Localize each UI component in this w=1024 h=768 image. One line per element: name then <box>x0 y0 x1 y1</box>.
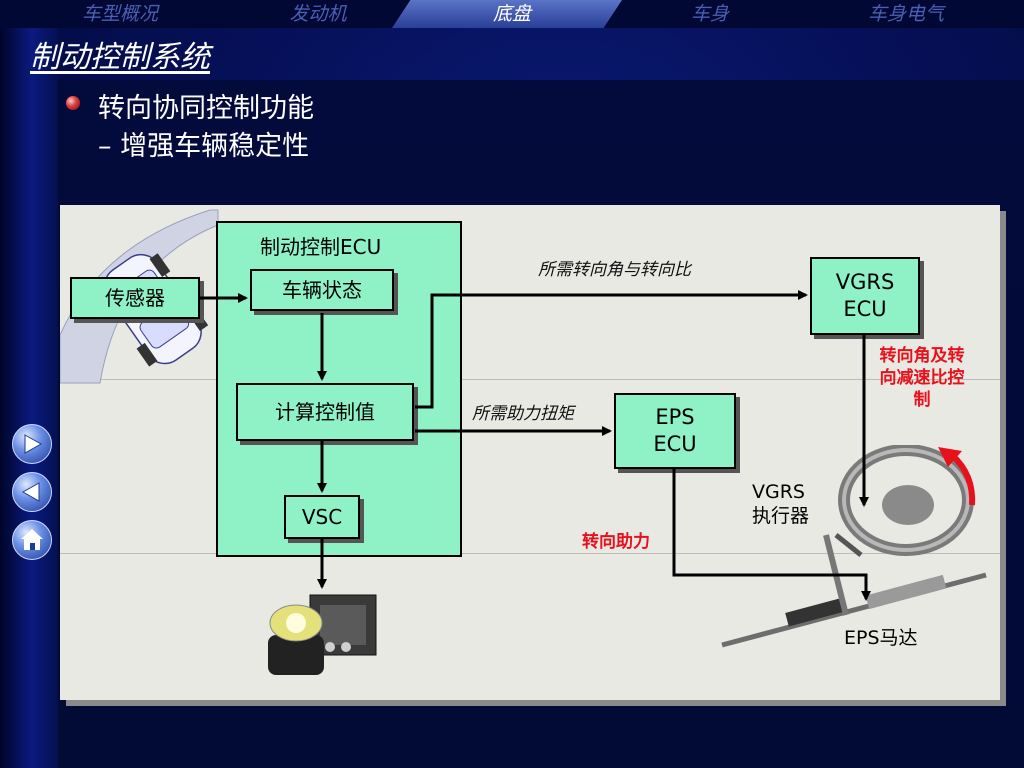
brake-actuator-icon <box>268 594 377 675</box>
angle-ratio-label: 所需转向角与转向比 <box>538 260 691 280</box>
vgrs-control-label: 转向角及转 向减速比控 制 <box>879 346 965 411</box>
steering-assist-label: 转向助力 <box>582 532 650 552</box>
torque-label: 所需助力扭矩 <box>472 404 574 424</box>
forward-button[interactable] <box>12 424 52 464</box>
page-title: 制动控制系统 <box>30 40 210 75</box>
control-diagram: 制动控制ECU 传感器 车辆状态 计算控制值 VSC VGRS ECU EPS … <box>60 205 1000 700</box>
sensor-box: 传感器 <box>70 277 200 319</box>
calc-control-box: 计算控制值 <box>236 383 414 441</box>
left-sidebar <box>0 28 58 768</box>
tab-chassis[interactable]: 底盘 <box>492 3 531 25</box>
eps-ecu-box: EPS ECU <box>614 393 736 469</box>
bullet-text: 转向协同控制功能 <box>98 93 314 124</box>
home-icon <box>21 529 43 550</box>
home-button[interactable] <box>12 520 52 560</box>
back-arrow-icon <box>21 482 40 502</box>
vgrs-actuator-label: VGRS 执行器 <box>752 481 810 527</box>
road-line <box>60 379 1000 380</box>
flow-arrows <box>200 290 871 601</box>
top-nav: 车型概况 发动机 底盘 车身 车身电气 <box>0 0 1024 28</box>
tab-engine[interactable]: 发动机 <box>289 3 347 25</box>
bullet-icon <box>66 96 80 110</box>
brake-ecu-title: 制动控制ECU <box>260 235 382 259</box>
tab-body-electrical[interactable]: 车身电气 <box>867 3 944 25</box>
tab-vehicle-overview[interactable]: 车型概况 <box>81 3 158 25</box>
back-button[interactable] <box>12 472 52 512</box>
sub-bullet-text: – 增强车辆稳定性 <box>98 131 310 162</box>
vehicle-state-box: 车辆状态 <box>250 269 394 311</box>
forward-arrow-icon <box>24 434 43 454</box>
road-line <box>60 553 1000 554</box>
eps-motor-label: EPS马达 <box>844 627 918 649</box>
vgrs-ecu-box: VGRS ECU <box>810 257 920 335</box>
vsc-box: VSC <box>284 495 360 539</box>
nav-active-highlight <box>392 0 622 28</box>
tab-body[interactable]: 车身 <box>690 3 729 25</box>
